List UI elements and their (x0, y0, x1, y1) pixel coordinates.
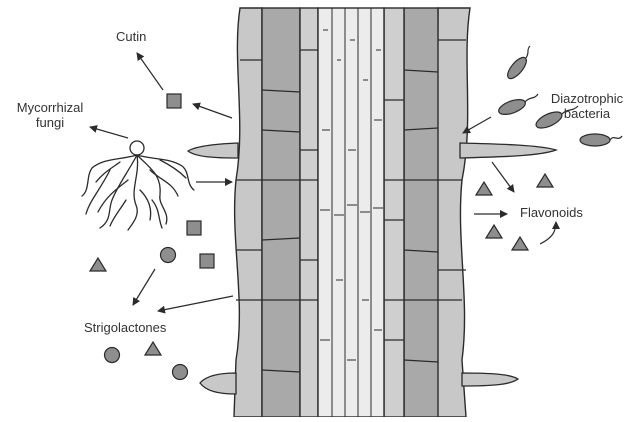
mycorrhizal-label-line2: fungi (4, 115, 96, 130)
arrow-icon (540, 222, 556, 244)
triangle-flavonoid-icon (486, 225, 502, 238)
cortex-left (262, 8, 300, 417)
fungal-hyphae-icon (82, 141, 194, 230)
endodermis-right (384, 8, 404, 417)
cortex-right (404, 8, 438, 417)
bacterium-icon (504, 46, 530, 81)
mycorrhizal-fungi-label: Mycorrhizal fungi (4, 100, 96, 130)
circle-strigolactone-icon (161, 248, 176, 263)
root-hair-left-top (188, 143, 238, 158)
bacterium-icon (580, 134, 622, 146)
diazotrophic-label-line2: bacteria (543, 106, 631, 121)
root-hair-right-top (460, 143, 556, 158)
square-cutin-icon (167, 94, 181, 108)
square-cutin-icon (187, 221, 201, 235)
bacterium-icon (497, 94, 538, 117)
epidermis-left (234, 8, 262, 417)
triangle-flavonoid-icon (145, 342, 161, 355)
circle-strigolactone-icon (105, 348, 120, 363)
square-cutin-icon (200, 254, 214, 268)
triangle-flavonoid-icon (512, 237, 528, 250)
flavonoids-label: Flavonoids (520, 205, 583, 220)
root-body (234, 8, 470, 417)
endodermis-left (300, 8, 318, 417)
root-hair-right-bottom (462, 373, 518, 386)
arrow-icon (133, 269, 155, 305)
diazotrophic-label-line1: Diazotrophic (543, 91, 631, 106)
arrow-icon (492, 162, 514, 192)
mycorrhizal-label-line1: Mycorrhizal (4, 100, 96, 115)
circle-strigolactone-icon (173, 365, 188, 380)
arrow-icon (137, 53, 163, 90)
triangle-flavonoid-icon (90, 258, 106, 271)
vascular-core (318, 8, 384, 417)
strigolactones-label: Strigolactones (84, 320, 166, 335)
triangle-flavonoid-icon (476, 182, 492, 195)
arrow-icon (158, 296, 233, 311)
arrow-icon (193, 104, 232, 118)
cutin-label: Cutin (116, 29, 146, 44)
epidermis-right (436, 8, 470, 417)
diazotrophic-bacteria-label: Diazotrophic bacteria (543, 91, 631, 121)
root-hair-left-bottom (200, 373, 236, 394)
triangle-flavonoid-icon (537, 174, 553, 187)
